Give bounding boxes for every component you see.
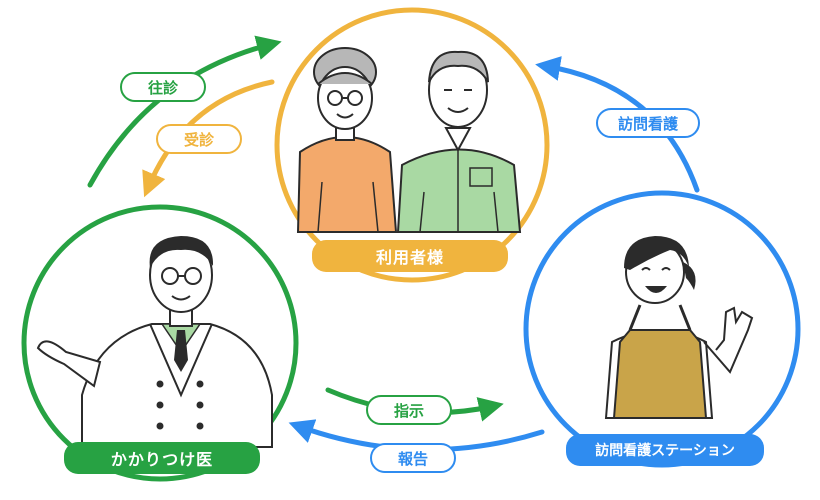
outpatient-label: 受診 bbox=[156, 124, 242, 154]
visiting-nursing-arrow bbox=[535, 56, 700, 193]
nursing-station-node-label: 訪問看護ステーション bbox=[566, 434, 764, 466]
doctor-icon bbox=[36, 236, 273, 448]
visiting-nursing-label: 訪問看護 bbox=[596, 108, 700, 138]
home-visit-label: 往診 bbox=[120, 72, 206, 102]
instruction-label: 指示 bbox=[366, 395, 452, 425]
patients-node-label: 利用者様 bbox=[312, 240, 508, 272]
home-visit-arrow bbox=[87, 35, 282, 188]
report-label: 報告 bbox=[370, 443, 456, 473]
doctor-node-label: かかりつけ医 bbox=[64, 442, 260, 474]
nurse-icon bbox=[604, 236, 754, 419]
outpatient-arrow bbox=[142, 79, 275, 198]
elderly-couple-icon bbox=[296, 47, 522, 233]
